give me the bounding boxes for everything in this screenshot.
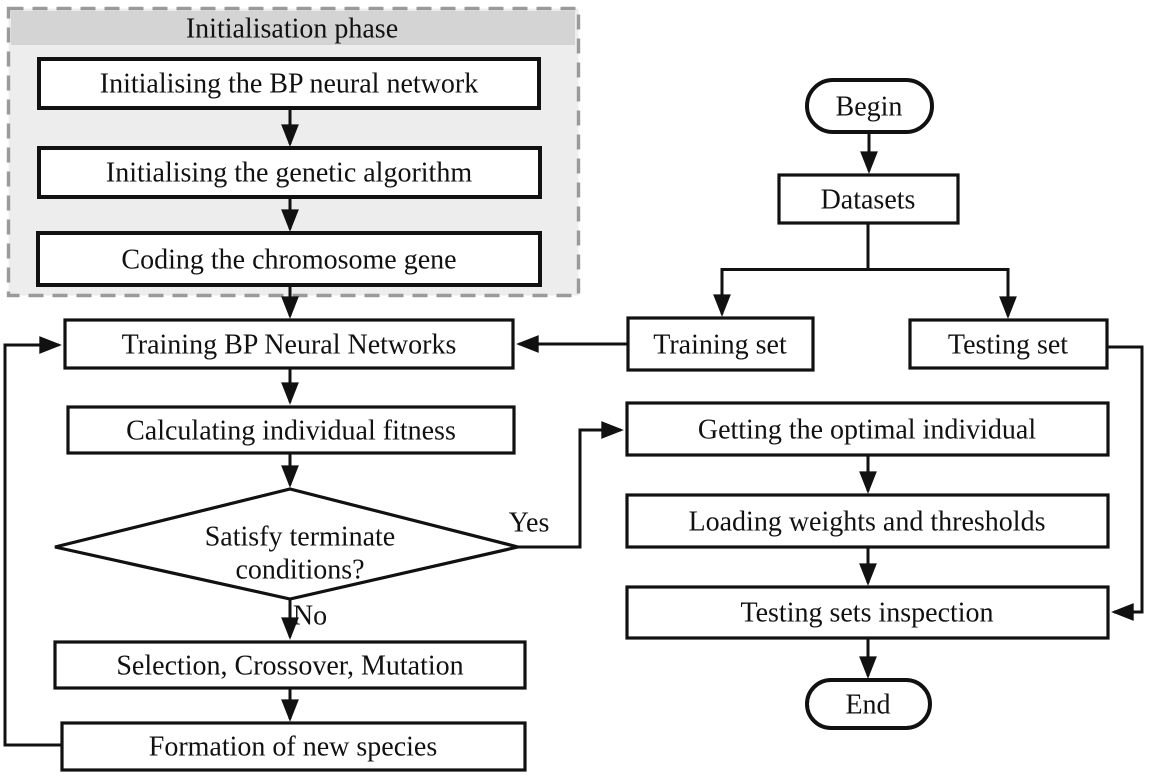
step-label-init-bp-network: Initialising the BP neural network (100, 69, 478, 100)
training-set-label: Training set (653, 330, 787, 361)
arrow-yes-decision-to-optimal (518, 421, 624, 549)
testing-set-label: Testing set (948, 330, 1068, 361)
optimal-box (625, 401, 1110, 457)
step-label-coding-chromosome: Coding the chromosome gene (121, 245, 456, 276)
init-phase-title-bar (11, 11, 575, 45)
yes-branch-label: Yes (509, 508, 550, 539)
testing-set-box (908, 318, 1109, 370)
decision-label-line2: conditions? (235, 555, 364, 586)
ga-loop-group: Training BP Neural Networks Calculating … (53, 318, 550, 772)
end-label: End (845, 690, 890, 721)
training-bp-label: Training BP Neural Networks (122, 330, 457, 361)
init-phase-group: Initialisation phase Initialising the BP… (6, 6, 581, 298)
datasets-label: Datasets (821, 185, 916, 216)
no-branch-label: No (293, 601, 327, 632)
selection-box (53, 640, 527, 690)
inspection-box (625, 585, 1110, 640)
end-terminal (805, 678, 932, 730)
loading-box (625, 493, 1110, 549)
step-box-init-bp-network (37, 57, 541, 110)
init-phase-title: Initialisation phase (186, 14, 398, 45)
decision-label-line1: Satisfy terminate (205, 522, 396, 553)
arrow-testing-set-to-inspection (1107, 345, 1144, 621)
inspection-label: Testing sets inspection (740, 598, 993, 629)
formation-label: Formation of new species (149, 732, 438, 763)
loading-label: Loading weights and thresholds (689, 507, 1046, 538)
selection-label: Selection, Crossover, Mutation (116, 651, 463, 682)
step-box-init-genetic-algorithm (37, 146, 542, 199)
loop-formation-to-training (3, 336, 62, 747)
main-flow-group: Begin Datasets Training set Testing set … (625, 78, 1110, 730)
fitness-box (66, 405, 516, 455)
training-bp-box (63, 318, 515, 370)
step-box-coding-chromosome (36, 231, 542, 287)
optimal-label: Getting the optimal individual (698, 415, 1037, 446)
fitness-label: Calculating individual fitness (126, 416, 456, 447)
datasets-box (777, 173, 960, 225)
begin-label: Begin (836, 92, 903, 123)
connectors-group (3, 108, 1144, 747)
step-label-init-genetic-algorithm: Initialising the genetic algorithm (106, 158, 472, 189)
